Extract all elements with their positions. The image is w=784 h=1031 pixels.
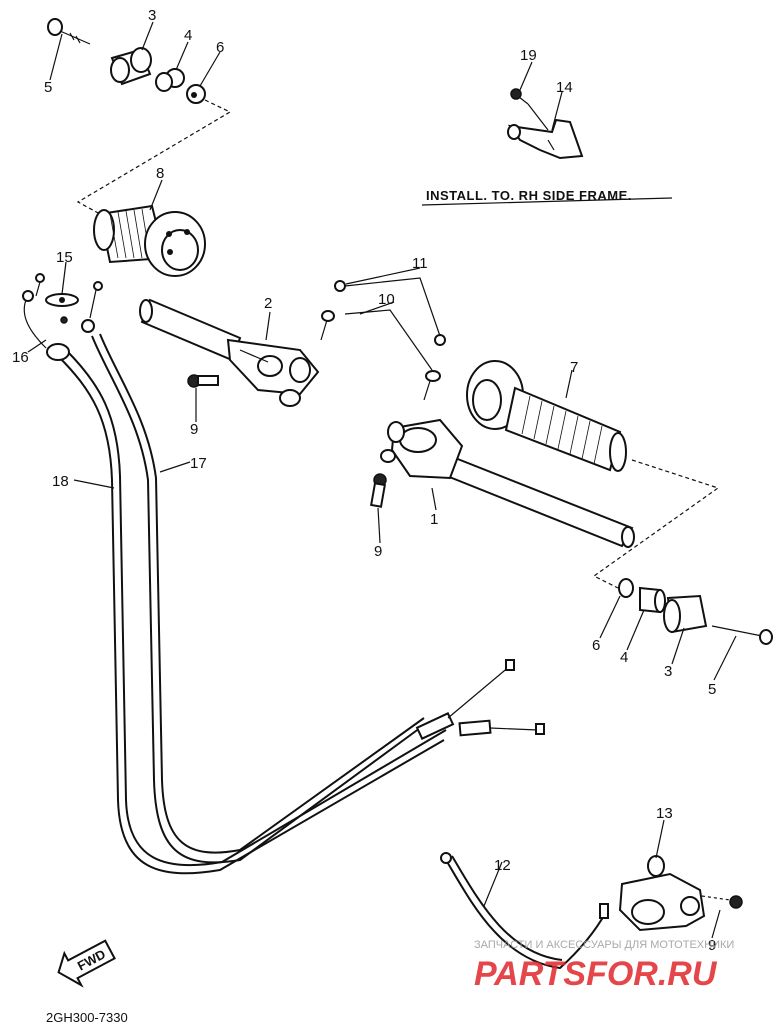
- label-12: 12: [494, 857, 511, 874]
- label-3-right: 3: [664, 663, 672, 680]
- cable-end-fittings: [415, 659, 545, 740]
- label-6-right: 6: [592, 637, 600, 654]
- bar-end-weight-right: [663, 594, 708, 634]
- label-6: 6: [216, 39, 224, 56]
- label-15: 15: [56, 249, 73, 266]
- bar-end-weight-left: [110, 47, 152, 86]
- part-labels: 3 4 6 5 8 2 9 10 11 7 1 9 6 4 3 5 14 19 …: [12, 7, 716, 954]
- label-4-right: 4: [620, 649, 628, 666]
- bar-end-bolt-right: [711, 625, 773, 645]
- nut-left: [186, 84, 206, 104]
- bolt-10: [320, 310, 335, 341]
- label-4: 4: [184, 27, 192, 44]
- label-1: 1: [430, 511, 438, 528]
- label-19: 19: [520, 47, 537, 64]
- nut-11: [334, 280, 446, 346]
- cable-holder-15: [45, 293, 79, 307]
- throttle-cable-17: [81, 281, 425, 864]
- handlebar-right: [380, 418, 635, 548]
- nut-right: [618, 578, 634, 598]
- wire-16: [22, 273, 68, 349]
- leader-lines: [27, 21, 737, 939]
- label-8: 8: [156, 165, 164, 182]
- label-13: 13: [656, 805, 673, 822]
- label-9-right: 9: [374, 543, 382, 560]
- watermark: ЗАПЧАСТИ И АКСЕССУАРЫ ДЛЯ МОТОТЕХНИКИ PA…: [474, 939, 734, 993]
- bar-end-bolt-left: [47, 18, 91, 45]
- bolt-19-top: [510, 88, 529, 105]
- choke-lever-13: [618, 855, 743, 932]
- bolt-10-right: [423, 370, 441, 401]
- label-7: 7: [570, 359, 578, 376]
- label-16: 16: [12, 349, 29, 366]
- install-note: INSTALL. TO. RH SIDE FRAME.: [426, 188, 632, 203]
- collar-right: [639, 586, 666, 614]
- watermark-tagline: ЗАПЧАСТИ И АКСЕССУАРЫ ДЛЯ МОТОТЕХНИКИ: [474, 939, 734, 951]
- handlebar-grip-left: [93, 204, 206, 277]
- clamp-bolt-left: [187, 374, 219, 388]
- bracket-14: [507, 118, 584, 160]
- throttle-grip-right: [466, 360, 627, 472]
- throttle-cable-18: [46, 343, 447, 875]
- label-9: 9: [190, 421, 198, 438]
- label-5-right: 5: [708, 681, 716, 698]
- label-2: 2: [264, 295, 272, 312]
- label-10: 10: [378, 291, 395, 308]
- label-17: 17: [190, 455, 207, 472]
- handlebar-left: [139, 298, 320, 407]
- watermark-brand: PARTSFOR.RU: [474, 955, 718, 993]
- choke-cable-12: [440, 852, 609, 970]
- label-11: 11: [412, 255, 428, 272]
- collar-left: [155, 68, 185, 92]
- drawing-code: 2GH300-7330: [46, 1010, 128, 1025]
- label-14: 14: [556, 79, 573, 96]
- label-5: 5: [44, 79, 52, 96]
- label-18: 18: [52, 473, 69, 490]
- label-19-bottom: 9: [708, 937, 716, 954]
- label-3: 3: [148, 7, 156, 24]
- fwd-arrow: FWD: [57, 939, 116, 988]
- clamp-bolt-right: [370, 473, 387, 508]
